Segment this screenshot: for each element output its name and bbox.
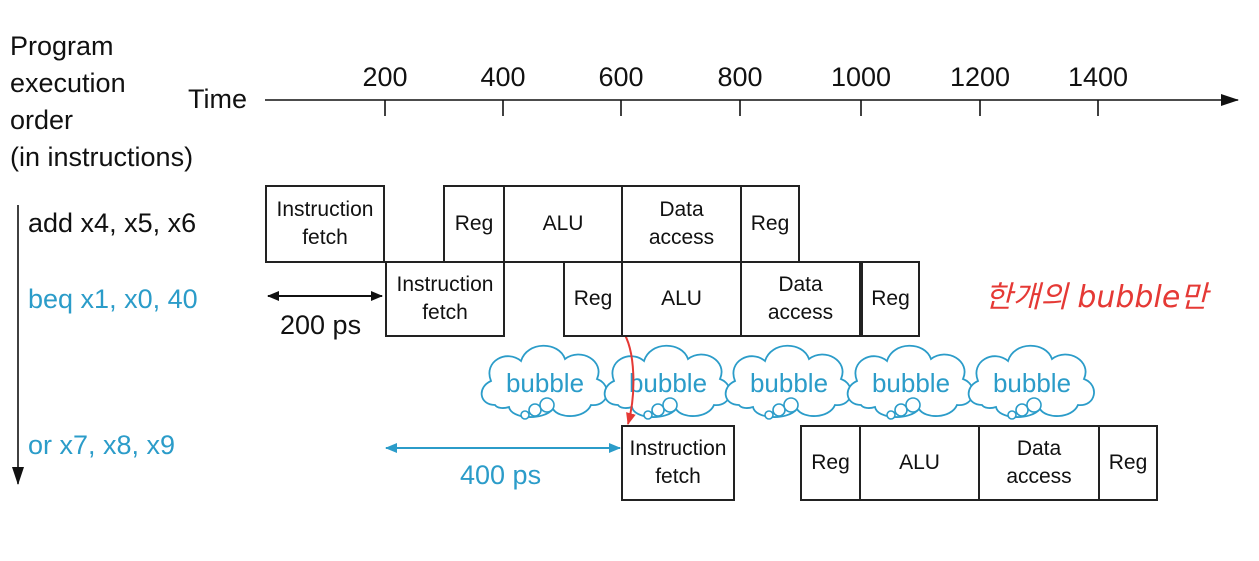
time-tick-label: 800 [717, 62, 763, 92]
stage-label: ALU [542, 212, 584, 235]
stage-reg-write: Reg [861, 261, 920, 337]
stage-label: Data access [767, 273, 834, 324]
order-title-line: Program [10, 31, 114, 61]
dimension-label-400ps: 400 ps [460, 460, 542, 490]
bubble-cloud: bubble [603, 344, 731, 420]
stage-label: Reg [871, 287, 910, 310]
stage-label: Instruction fetch [629, 437, 727, 488]
instruction-label-or: or x7, x8, x9 [28, 430, 176, 460]
order-title-line: (in instructions) [10, 142, 194, 172]
stage-data-access: Data access [621, 185, 742, 263]
bubble-cloud: bubble [480, 344, 608, 420]
stage-label: Data access [648, 198, 715, 249]
stage-label: ALU [899, 451, 940, 474]
stage-alu: ALU [503, 185, 623, 263]
bubble-label: bubble [629, 368, 707, 398]
time-tick-label: 1400 [1067, 62, 1129, 92]
time-tick-label: 1200 [949, 62, 1011, 92]
bubble-label: bubble [506, 368, 584, 398]
stage-label: Reg [454, 212, 494, 235]
stage-label: Reg [750, 212, 790, 235]
order-title-line: order [10, 105, 74, 135]
time-tick-label: 600 [598, 62, 644, 92]
stage-reg-read: Reg [800, 425, 861, 501]
stage-data-access: Data access [978, 425, 1100, 501]
order-title-line: execution [10, 68, 126, 98]
stage-reg-write: Reg [740, 185, 800, 263]
stage-label: Reg [1108, 451, 1148, 474]
bubble-label: bubble [993, 368, 1071, 398]
stage-label: Data access [1006, 437, 1072, 488]
stage-label: Instruction fetch [396, 273, 494, 324]
instruction-label-beq: beq x1, x0, 40 [28, 284, 198, 314]
stage-instruction-fetch: Instruction fetch [265, 185, 385, 263]
time-axis-label: Time [188, 84, 247, 114]
stage-reg-write: Reg [1098, 425, 1158, 501]
dimension-label-200ps: 200 ps [280, 310, 362, 340]
time-tick-label: 400 [480, 62, 526, 92]
stage-label: ALU [661, 287, 702, 310]
stage-instruction-fetch: Instruction fetch [621, 425, 735, 501]
order-title: Program execution order (in instructions… [10, 28, 193, 176]
bubble-cloud: bubble [846, 344, 974, 420]
bubble-label: bubble [750, 368, 828, 398]
stage-label: Reg [811, 451, 850, 474]
bubble-label: bubble [872, 368, 950, 398]
time-tick-label: 1000 [830, 62, 892, 92]
time-tick-label: 200 [362, 62, 408, 92]
bubble-cloud: bubble [724, 344, 852, 420]
stage-reg-read: Reg [443, 185, 505, 263]
instruction-label-add: add x4, x5, x6 [28, 208, 197, 238]
time-axis-ticks [384, 100, 1099, 116]
stage-alu: ALU [621, 261, 742, 337]
handwritten-note: 한개의 bubble만 [985, 280, 1208, 315]
stage-label: Reg [573, 287, 613, 310]
stage-reg-read: Reg [563, 261, 623, 337]
bubble-cloud: bubble [967, 344, 1095, 420]
stage-data-access: Data access [740, 261, 861, 337]
stage-alu: ALU [859, 425, 980, 501]
stage-instruction-fetch: Instruction fetch [385, 261, 505, 337]
stage-label: Instruction fetch [276, 198, 374, 249]
